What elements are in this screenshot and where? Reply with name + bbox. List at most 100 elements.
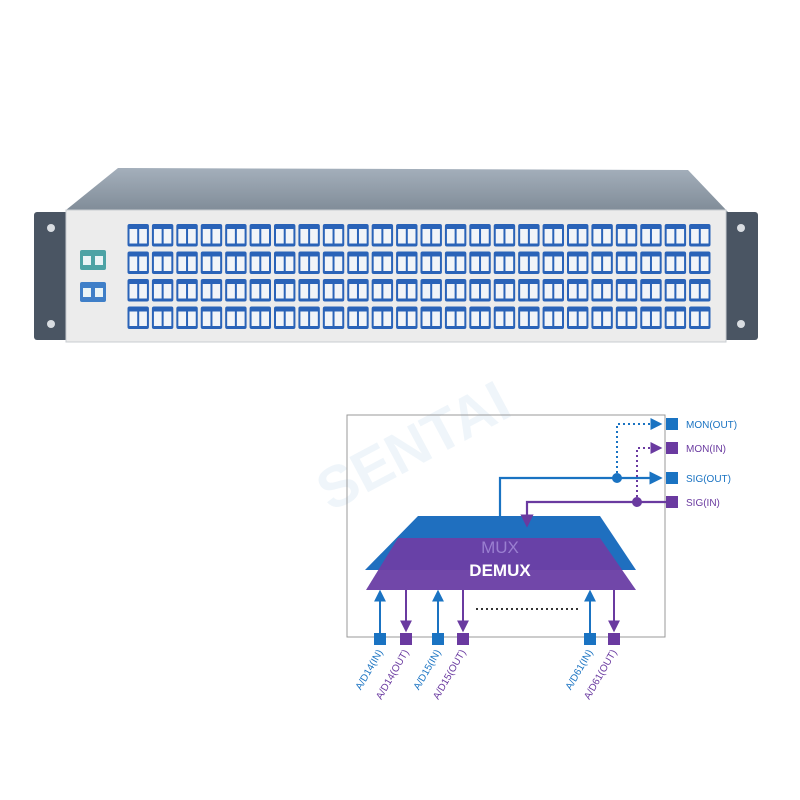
lc-adapter: [249, 306, 271, 329]
lc-adapter: [518, 224, 540, 247]
mon-in-port: [666, 442, 678, 454]
lc-adapter: [689, 224, 711, 247]
lc-adapter: [274, 224, 296, 247]
mux-label: MUX: [481, 538, 519, 557]
lc-adapter: [298, 251, 320, 274]
lc-adapter: [151, 279, 174, 302]
lc-adapter: [371, 306, 394, 329]
lc-adapter: [151, 224, 174, 247]
lc-adapter: [396, 251, 418, 274]
right-rack-ear: [724, 212, 758, 340]
lc-adapter: [591, 224, 613, 247]
lc-adapter: [176, 279, 198, 302]
lc-adapter: [689, 306, 711, 329]
lc-adapter: [493, 279, 516, 302]
lc-adapter: [518, 251, 540, 274]
demux-label: DEMUX: [469, 561, 531, 580]
lc-adapter: [176, 251, 198, 274]
lc-adapter: [420, 306, 442, 329]
lc-adapter: [347, 224, 369, 247]
lc-adapter: [444, 279, 467, 302]
lc-adapter: [567, 251, 589, 274]
lc-adapter: [542, 251, 564, 274]
channel-port: [374, 633, 386, 645]
lc-adapter: [127, 306, 149, 329]
lc-adapter: [591, 251, 613, 274]
lc-adapter: [518, 306, 540, 329]
lc-adapter: [567, 306, 589, 329]
lc-adapter: [542, 224, 564, 247]
lc-adapter: [469, 279, 491, 302]
lc-adapter: [420, 251, 442, 274]
lc-adapter: [347, 279, 369, 302]
lc-adapter: [200, 251, 223, 274]
lc-adapter: [420, 224, 442, 247]
lc-adapter: [615, 251, 638, 274]
lc-adapter: [591, 306, 613, 329]
lc-adapter: [127, 251, 149, 274]
lc-adapter: [493, 306, 516, 329]
lc-adapter: [225, 279, 247, 302]
lc-adapter: [274, 306, 296, 329]
patch-chassis: [34, 168, 758, 343]
lc-adapter: [689, 279, 711, 302]
lc-adapter: [518, 279, 540, 302]
mon-in-label: MON(IN): [686, 444, 726, 455]
lc-adapter: [298, 279, 320, 302]
lc-adapter: [542, 306, 564, 329]
lc-adapter: [298, 306, 320, 329]
lc-adapter: [249, 279, 271, 302]
lc-adapter: [347, 251, 369, 274]
lc-adapter: [640, 279, 662, 302]
lc-adapter: [225, 224, 247, 247]
channel-port: [400, 633, 412, 645]
lc-adapter: [249, 251, 271, 274]
channel-port: [584, 633, 596, 645]
mon-out-port: [666, 418, 678, 430]
lc-adapter: [225, 306, 247, 329]
lc-adapter: [615, 279, 638, 302]
chassis-top-cover: [66, 168, 728, 212]
lc-adapter: [127, 224, 149, 247]
lc-adapter: [689, 251, 711, 274]
lc-adapter: [151, 251, 174, 274]
sig-out-line: [498, 471, 663, 516]
lc-adapter: [444, 306, 467, 329]
lc-adapter: [444, 251, 467, 274]
sig-out-label: SIG(OUT): [686, 474, 731, 485]
lc-adapter: [664, 279, 687, 302]
lc-adapter: [322, 279, 345, 302]
lc-adapter: [200, 279, 223, 302]
lc-adapter: [469, 306, 491, 329]
lc-adapter: [127, 279, 149, 302]
monitor-ports: [80, 250, 106, 302]
lc-adapter: [567, 224, 589, 247]
lc-adapter: [249, 224, 271, 247]
lc-adapter: [151, 306, 174, 329]
lc-adapter: [396, 306, 418, 329]
lc-adapter: [371, 251, 394, 274]
lc-adapter: [176, 224, 198, 247]
lc-adapter: [200, 306, 223, 329]
channel-port: [608, 633, 620, 645]
lc-adapter: [371, 224, 394, 247]
lc-adapter: [469, 224, 491, 247]
lc-adapter: [615, 306, 638, 329]
lc-adapter: [640, 306, 662, 329]
lc-adapter: [469, 251, 491, 274]
lc-adapter: [274, 251, 296, 274]
lc-adapter: [493, 251, 516, 274]
bottom-port-group: A/D14(IN)A/D14(OUT)A/D15(IN)A/D15(OUT)A/…: [354, 589, 620, 702]
lc-adapter: [298, 224, 320, 247]
lc-adapter: [176, 306, 198, 329]
lc-adapter: [396, 224, 418, 247]
lc-adapter: [567, 279, 589, 302]
channel-port: [457, 633, 469, 645]
lc-adapter-grid: [127, 224, 711, 329]
lc-adapter: [396, 279, 418, 302]
mon-in-line: [636, 442, 663, 502]
left-rack-ear: [34, 212, 68, 340]
demux-block: [366, 538, 636, 590]
lc-adapter: [347, 306, 369, 329]
